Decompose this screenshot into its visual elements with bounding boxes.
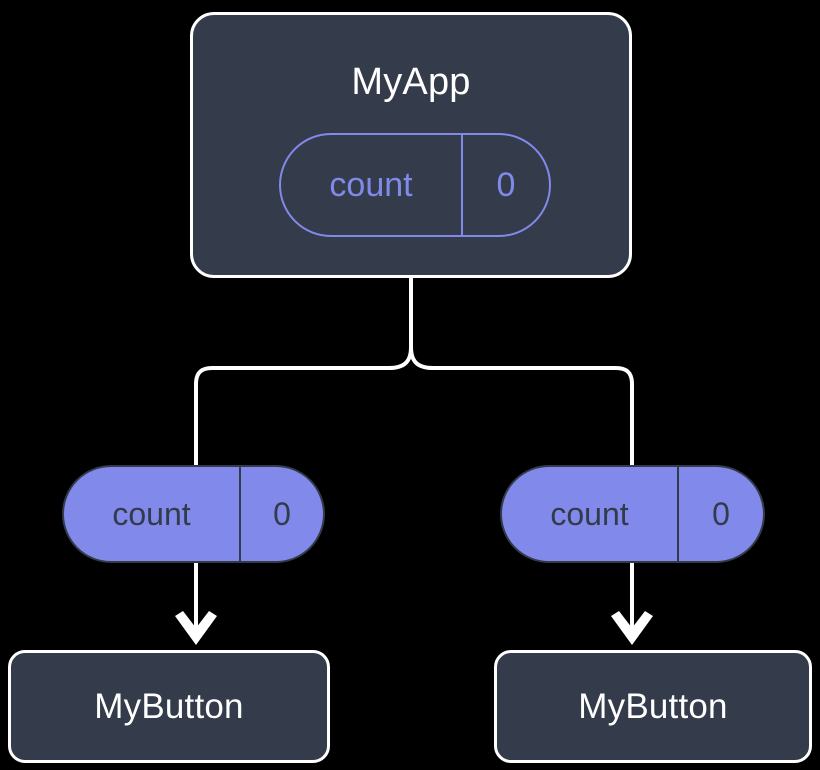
component-label-myapp: MyApp bbox=[351, 61, 471, 103]
state-pill-root[interactable]: count 0 bbox=[279, 133, 551, 237]
state-value-root: 0 bbox=[496, 166, 516, 204]
prop-value-child-1: 0 bbox=[712, 496, 730, 532]
component-label-mybutton-0: MyButton bbox=[94, 687, 244, 726]
prop-pill-child-1[interactable]: count 0 bbox=[500, 465, 765, 563]
arrow-head-left bbox=[175, 611, 217, 645]
arrow-head-right bbox=[611, 611, 653, 645]
component-node-mybutton-1[interactable]: MyButton bbox=[494, 650, 812, 763]
state-key-root: count bbox=[281, 135, 463, 235]
component-label-mybutton-1: MyButton bbox=[578, 687, 728, 726]
component-node-myapp[interactable]: MyApp count 0 bbox=[190, 12, 632, 278]
prop-key-child-1: count bbox=[502, 467, 679, 561]
prop-value-child-0: 0 bbox=[273, 496, 291, 532]
prop-key-child-0: count bbox=[64, 467, 241, 561]
prop-pill-child-0[interactable]: count 0 bbox=[62, 465, 325, 563]
tree-branch-connector bbox=[194, 278, 634, 470]
component-node-mybutton-0[interactable]: MyButton bbox=[8, 650, 330, 763]
